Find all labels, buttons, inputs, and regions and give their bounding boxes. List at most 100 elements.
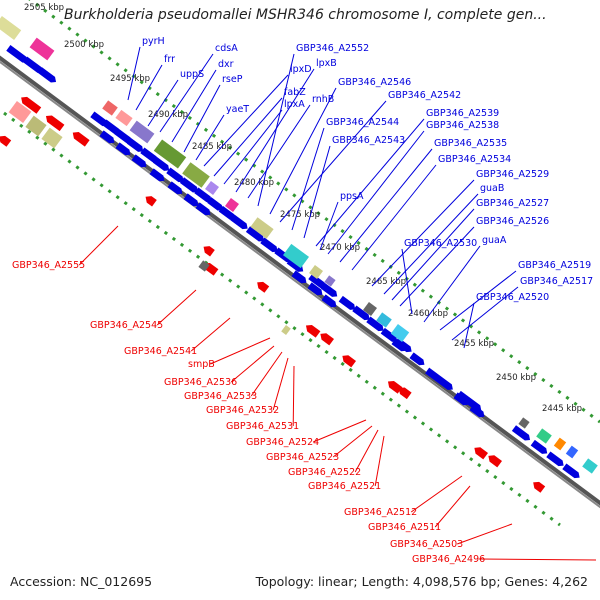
forward-gene-arrow <box>37 67 57 83</box>
forward-gene-label: lpxD <box>290 64 312 75</box>
forward-gene-arrow-shape <box>167 181 183 195</box>
forward-gene-arrow-shape <box>308 273 326 289</box>
reverse-gene-arrow <box>398 387 412 400</box>
reverse-label-leader <box>354 429 379 473</box>
forward-gene-arrow <box>195 202 211 216</box>
forward-gene-arrow-shape <box>245 226 265 242</box>
forward-gene-label: cdsA <box>215 43 238 54</box>
forward-gene-label: GBP346_A2520 <box>476 292 549 303</box>
kbp-tick-label: 2455 kbp <box>454 339 494 349</box>
feature-box-shape <box>205 181 219 195</box>
reverse-gene-arrow <box>21 96 42 114</box>
forward-gene-arrow-shape <box>230 214 248 230</box>
forward-gene-arrow <box>99 130 115 144</box>
reverse-label-leader <box>313 419 367 443</box>
genome-summary-text: Topology: linear; Length: 4,098,576 bp; … <box>255 574 588 589</box>
kbp-tick-label: 2500 kbp <box>64 40 104 50</box>
forward-gene-arrow <box>546 451 564 467</box>
forward-gene-arrow <box>409 352 425 366</box>
forward-gene-arrow <box>307 282 323 296</box>
forward-gene-arrow-shape <box>469 404 485 418</box>
feature-box <box>225 198 239 212</box>
reverse-feature-box-shape <box>281 325 291 335</box>
forward-gene-arrow <box>425 367 453 391</box>
forward-gene-arrow-shape <box>194 187 212 203</box>
forward-gene-arrow-shape <box>320 282 338 297</box>
feature-box-shape <box>518 417 530 429</box>
feature-box <box>250 217 274 239</box>
feature-box <box>390 324 410 342</box>
reverse-gene-arrow-shape <box>21 96 42 114</box>
feature-box-shape <box>582 458 598 474</box>
forward-gene-arrow <box>530 439 548 454</box>
forward-gene-label: dxr <box>218 59 234 70</box>
forward-gene-label: GBP346_A2526 <box>476 216 549 227</box>
forward-gene-arrow-shape <box>149 168 165 182</box>
forward-gene-arrow <box>352 305 370 321</box>
reverse-gene-label: GBP346_A2532 <box>206 405 279 416</box>
reverse-label-leader <box>190 317 231 352</box>
feature-box <box>182 162 210 188</box>
forward-gene-label: frr <box>164 54 175 65</box>
feature-box <box>0 16 22 40</box>
forward-label-leader <box>351 164 437 271</box>
forward-outer-track <box>28 0 600 424</box>
feature-box <box>518 417 530 429</box>
kbp-tick-label: 2485 kbp <box>192 142 232 152</box>
feature-box-shape <box>153 139 187 169</box>
forward-gene-arrow-shape <box>260 237 278 253</box>
forward-label-leader <box>391 208 475 301</box>
forward-gene-arrow-shape <box>530 439 548 454</box>
forward-gene-label: guaA <box>482 235 507 246</box>
forward-gene-arrow-shape <box>126 137 144 152</box>
forward-label-leader <box>327 130 425 255</box>
forward-gene-label: GBP346_A2552 <box>296 43 369 54</box>
forward-label-leader <box>399 226 475 307</box>
forward-label-leader <box>183 84 221 153</box>
reverse-gene-label: GBP346_A2511 <box>368 522 441 533</box>
reverse-label-leader <box>479 558 597 561</box>
forward-label-leader <box>439 270 517 331</box>
reverse-gene-label: smpB <box>188 359 215 370</box>
forward-gene-label: GBP346_A2538 <box>426 120 499 131</box>
forward-gene-arrow-shape <box>23 56 43 74</box>
feature-box-shape <box>250 217 274 239</box>
feature-box <box>115 109 133 127</box>
reverse-label-leader <box>156 289 197 326</box>
forward-gene-arrow <box>245 226 265 242</box>
forward-label-leader <box>223 109 283 185</box>
kbp-tick-label: 2445 kbp <box>542 404 582 414</box>
forward-label-leader <box>235 68 315 193</box>
reverse-gene-arrow <box>45 115 65 132</box>
forward-label-leader <box>159 53 214 133</box>
reverse-gene-arrow-shape <box>398 387 412 400</box>
reverse-feature-box <box>41 127 63 149</box>
reverse-gene-label: GBP346_A2523 <box>266 452 339 463</box>
forward-gene-arrow-shape <box>338 295 356 310</box>
forward-gene-label: GBP346_A2517 <box>520 276 593 287</box>
forward-gene-arrow-shape <box>207 197 223 211</box>
forward-gene-label: ppsA <box>340 191 364 202</box>
forward-gene-label: GBP346_A2539 <box>426 108 499 119</box>
forward-label-leader <box>147 79 179 127</box>
forward-gene-label: GBP346_A2546 <box>338 77 411 88</box>
forward-gene-label: GBP346_A2535 <box>434 138 507 149</box>
forward-gene-label: GBP346_A2527 <box>476 198 549 209</box>
forward-gene-arrow <box>90 111 108 127</box>
reverse-gene-arrow-shape <box>0 135 12 147</box>
feature-box <box>102 100 118 116</box>
kbp-tick-label: 2450 kbp <box>496 373 536 383</box>
feature-box <box>565 445 579 459</box>
forward-gene-arrow <box>391 338 407 352</box>
forward-label-leader <box>371 179 475 287</box>
reverse-gene-label: GBP346_A2555 <box>12 260 85 271</box>
forward-gene-label: rseP <box>222 74 243 85</box>
forward-gene-arrow-shape <box>352 305 370 321</box>
forward-gene-arrow <box>167 181 183 195</box>
forward-label-leader <box>213 97 283 177</box>
reverse-label-leader <box>78 225 119 266</box>
feature-box <box>153 139 187 169</box>
forward-label-leader <box>451 286 519 341</box>
forward-gene-arrow-shape <box>380 327 398 342</box>
